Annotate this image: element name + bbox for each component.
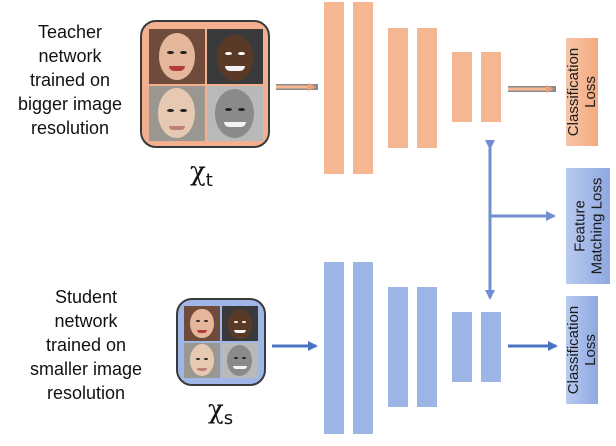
face-image: [222, 343, 258, 378]
face-image: [207, 86, 263, 141]
student-image-frame: [176, 298, 266, 386]
student-symbol-subscript: s: [223, 408, 234, 429]
teacher-face-grid: [149, 29, 263, 141]
teacher-classification-loss-box: Classification Loss: [565, 38, 599, 146]
student-layer: [452, 312, 472, 382]
teacher-caption: Teacher network trained on bigger image …: [12, 20, 128, 140]
teacher-caption-line-1: Teacher: [37, 22, 103, 42]
teacher-symbol-chi: χ: [190, 157, 206, 187]
teacher-layer: [452, 52, 472, 122]
teacher-caption-line-4: bigger image: [17, 94, 123, 114]
student-layer: [417, 287, 437, 407]
student-classification-loss-box: Classification Loss: [565, 296, 599, 404]
face-image: [184, 306, 220, 341]
student-caption-line-4: smaller image: [29, 359, 143, 379]
feature-matching-loss-box: Feature Matching Loss: [566, 168, 610, 284]
teacher-image-frame: [140, 20, 270, 148]
teacher-caption-line-2: network: [38, 46, 102, 66]
teacher-layer: [353, 2, 373, 174]
student-layer: [481, 312, 501, 382]
student-layer: [324, 262, 344, 434]
student-face-grid: [184, 306, 258, 378]
student-symbol-chi: χ: [208, 395, 224, 425]
student-layer: [353, 262, 373, 434]
teacher-layer: [324, 2, 344, 174]
teacher-layer: [481, 52, 501, 122]
student-caption-line-5: resolution: [46, 383, 126, 403]
face-image: [207, 29, 263, 84]
student-symbol: χs: [208, 396, 233, 433]
teacher-caption-line-5: resolution: [30, 118, 110, 138]
face-image: [149, 29, 205, 84]
teacher-layer: [388, 28, 408, 148]
face-image: [149, 86, 205, 141]
face-image: [184, 343, 220, 378]
teacher-caption-line-3: trained on: [29, 70, 111, 90]
student-caption: Student network trained on smaller image…: [24, 285, 148, 405]
teacher-symbol-subscript: t: [205, 170, 213, 191]
teacher-layer: [417, 28, 437, 148]
student-caption-line-3: trained on: [45, 335, 127, 355]
teacher-symbol: χt: [190, 158, 213, 195]
student-caption-line-2: network: [54, 311, 118, 331]
face-image: [222, 306, 258, 341]
student-caption-line-1: Student: [54, 287, 118, 307]
student-layer: [388, 287, 408, 407]
